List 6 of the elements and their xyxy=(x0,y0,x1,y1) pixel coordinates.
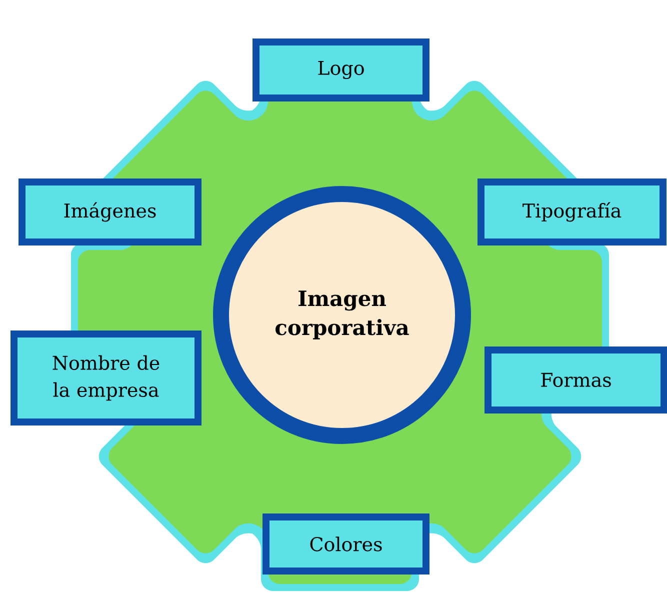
label-box: Nombre de la empresa xyxy=(10,330,202,426)
label-box: Tipografía xyxy=(478,178,666,246)
label-box: Imágenes xyxy=(18,178,202,246)
label-box: Formas xyxy=(484,346,667,414)
label-box: Colores xyxy=(262,514,430,574)
label-box: Logo xyxy=(252,38,430,102)
